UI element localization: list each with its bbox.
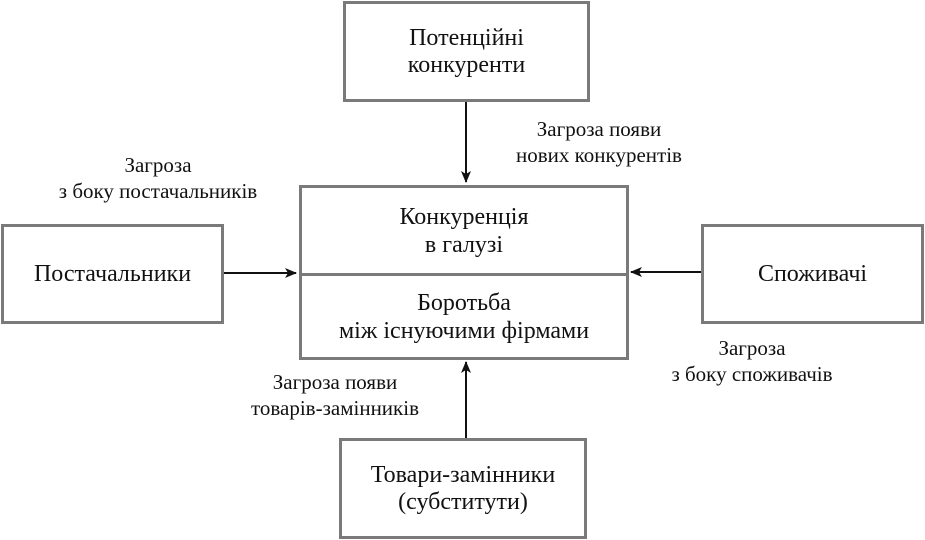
rivalry-line2: між існуючими фірмами <box>338 318 590 344</box>
new-entrants-threat-line2: нових конкурентів <box>516 143 682 167</box>
consumers-box: Споживачі <box>701 224 924 324</box>
industry-competition-line2: в галузі <box>424 232 504 258</box>
substitutes-box: Товари-замінники (субститути) <box>339 438 587 539</box>
substitutes-line1: Товари-замінники <box>370 461 556 488</box>
consumers-label: Споживачі <box>757 260 868 287</box>
industry-competition-section: Конкуренція в галузі <box>302 188 626 274</box>
substitutes-line2: (субститути) <box>398 488 528 515</box>
rivalry-line1: Боротьба <box>417 290 511 316</box>
potential-competitors-line1: Потенційні <box>409 24 524 51</box>
consumers-threat-line2: з боку споживачів <box>671 362 833 386</box>
central-divider <box>302 273 626 276</box>
industry-competition-line1: Конкуренція <box>399 204 529 230</box>
substitutes-threat-label: Загроза появи товарів-замінників <box>233 369 437 421</box>
industry-competition-box: Конкуренція в галузі Боротьба між існуюч… <box>299 185 629 360</box>
new-entrants-threat-line1: Загроза появи <box>536 117 662 141</box>
suppliers-threat-label: Загроза з боку постачальників <box>38 152 278 204</box>
potential-competitors-line2: конкуренти <box>407 51 526 78</box>
suppliers-threat-line1: Загроза <box>124 153 192 177</box>
substitutes-threat-line2: товарів-замінників <box>250 396 419 420</box>
consumers-threat-label: Загроза з боку споживачів <box>652 335 852 387</box>
consumers-threat-line1: Загроза <box>718 336 786 360</box>
rivalry-section: Боротьба між існуючими фірмами <box>302 277 626 357</box>
potential-competitors-box: Потенційні конкуренти <box>343 1 590 102</box>
suppliers-box: Постачальники <box>1 224 224 324</box>
substitutes-threat-line1: Загроза появи <box>272 370 398 394</box>
suppliers-label: Постачальники <box>33 260 192 287</box>
new-entrants-threat-label: Загроза появи нових конкурентів <box>496 116 702 168</box>
suppliers-threat-line2: з боку постачальників <box>58 179 258 203</box>
